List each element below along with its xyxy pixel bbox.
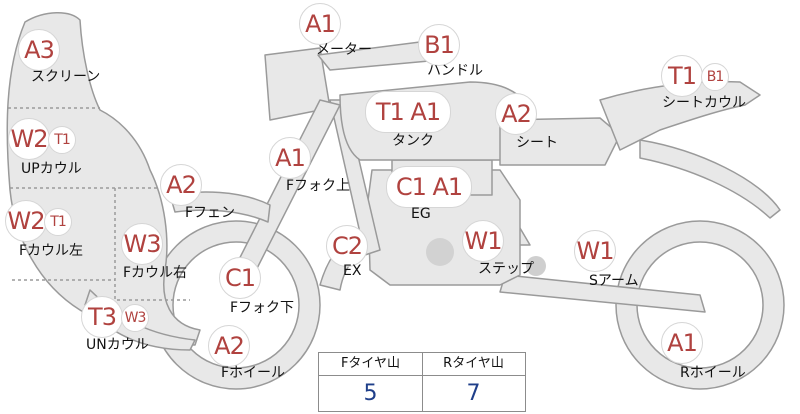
grade-marker-step: W1 [462, 220, 504, 262]
rear-tire-value: 7 [466, 381, 481, 406]
grade-marker-fcowl-left: W2 [5, 200, 47, 242]
part-label-ffork-up: Fフォク上 [286, 178, 351, 194]
grade-marker-sarm: W1 [574, 230, 616, 272]
part-label-tank: タンク [392, 133, 434, 149]
grade-marker-handle: B1 [418, 24, 460, 66]
part-label-meter: メーター [316, 42, 372, 58]
part-label-rwheel: Rホイール [680, 365, 746, 381]
part-label-seat: シート [516, 135, 558, 151]
part-label-seatcowl: シートカウル [662, 95, 746, 111]
grade-sub-seatcowl: B1 [701, 63, 729, 91]
rear-tire-header: Rタイヤ山 [422, 353, 525, 376]
grade-marker-rwheel: A1 [661, 322, 703, 364]
part-label-eg: EG [411, 206, 431, 222]
grade-marker-ex: C2 [326, 225, 368, 267]
grade-marker-seat: A2 [495, 93, 537, 135]
grade-marker-ffender: A2 [160, 164, 202, 206]
part-label-uncowl: UNカウル [86, 337, 149, 353]
front-wheel-shape [151, 220, 321, 390]
part-label-fwheel: Fホイール [221, 365, 286, 381]
seat-shape [499, 117, 621, 166]
front-tire-header: Fタイヤ山 [319, 353, 422, 376]
grade-marker-ffork-down: C1 [219, 257, 261, 299]
grade-marker-screen: A3 [18, 29, 60, 71]
grade-marker-ffork-up: A1 [269, 137, 311, 179]
part-label-fcowl-right: Fカウル右 [123, 265, 188, 281]
grade-marker-upcowl: W2 [8, 118, 50, 160]
grade-sub-upcowl: T1 [48, 126, 76, 154]
part-label-ex: EX [343, 263, 362, 279]
part-label-screen: スクリーン [31, 69, 101, 85]
part-label-ffender: Fフェン [185, 205, 236, 221]
seat-cowl-shape [599, 80, 761, 151]
grade-marker-meter: A1 [299, 3, 341, 45]
grade-sub-uncowl: W3 [121, 304, 149, 332]
part-label-ffork-down: Fフォク下 [230, 300, 295, 316]
tire-tread-table: Fタイヤ山 Rタイヤ山 5 7 [318, 352, 526, 412]
part-label-sarm: Sアーム [589, 273, 639, 289]
part-label-step: ステップ [478, 261, 534, 277]
swing-arm-shape [499, 274, 706, 313]
part-label-handle: ハンドル [427, 63, 483, 79]
grade-marker-fwheel: A2 [208, 325, 250, 367]
front-tire-value: 5 [363, 381, 378, 406]
part-label-fcowl-left: Fカウル左 [19, 243, 84, 259]
grade-marker-tank: T1 A1 [365, 91, 451, 133]
part-label-upcowl: UPカウル [21, 161, 82, 177]
grade-marker-seatcowl: T1 [661, 55, 703, 97]
grade-marker-eg: C1 A1 [386, 166, 472, 208]
table-divider [422, 353, 423, 411]
grade-sub-fcowl-left: T1 [44, 208, 72, 236]
grade-marker-uncowl: T3 [81, 296, 123, 338]
grade-marker-fcowl-right: W3 [121, 223, 163, 265]
